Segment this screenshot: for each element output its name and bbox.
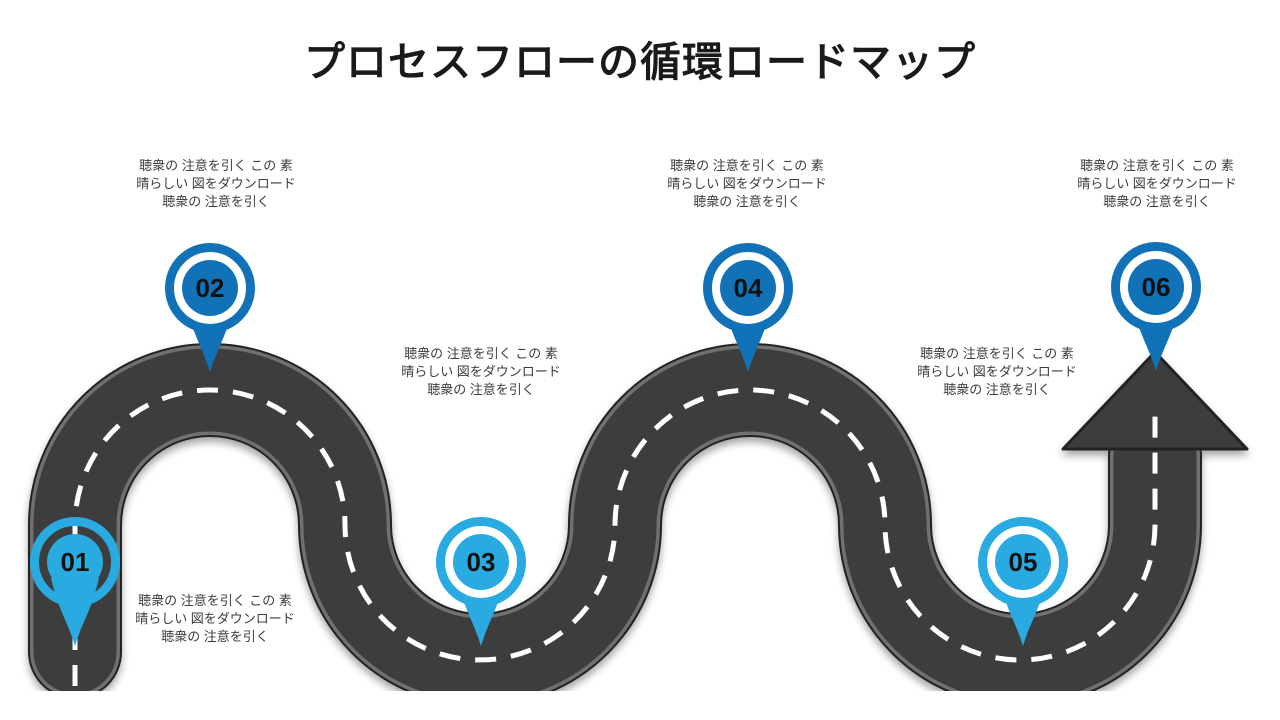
note-line: 晴らしい 図をダウンロード bbox=[136, 176, 296, 191]
pin-outer-ring bbox=[703, 243, 793, 333]
pin-inner-circle bbox=[453, 534, 509, 590]
pin-inner-circle bbox=[47, 534, 103, 590]
note-pin-03: 聴衆の 注意を引く この 素 晴らしい 図をダウンロード 聴衆の 注意を引く bbox=[386, 345, 576, 399]
pin-outer-ring bbox=[165, 243, 255, 333]
note-line: 晴らしい 図をダウンロード bbox=[1077, 176, 1237, 191]
pin-outer-ring bbox=[436, 517, 526, 607]
note-line: 聴衆の 注意を引く bbox=[162, 194, 270, 209]
pin-inner-circle bbox=[1128, 259, 1184, 315]
pin-inner-circle bbox=[182, 260, 238, 316]
note-line: 聴衆の 注意を引く この 素 bbox=[404, 346, 558, 361]
road-centerline-dashes bbox=[72, 387, 1158, 686]
note-line: 聴衆の 注意を引く この 素 bbox=[920, 346, 1074, 361]
map-pin-step-05: 05 bbox=[978, 517, 1068, 646]
note-line: 聴衆の 注意を引く bbox=[943, 382, 1051, 397]
road-arrowhead bbox=[1061, 350, 1249, 451]
pin-inner-circle bbox=[995, 534, 1051, 590]
pin-outer-ring bbox=[30, 517, 120, 607]
map-pin-step-03: 03 bbox=[436, 517, 526, 646]
pin-tail bbox=[51, 578, 99, 646]
note-pin-04: 聴衆の 注意を引く この 素 晴らしい 図をダウンロード 聴衆の 注意を引く bbox=[652, 157, 842, 211]
pin-number: 05 bbox=[1009, 547, 1038, 577]
pin-number: 03 bbox=[467, 547, 496, 577]
map-pin-step-04: 04 bbox=[703, 243, 793, 372]
map-pin-step-06: 06 bbox=[1111, 242, 1201, 371]
pin-outer-ring bbox=[978, 517, 1068, 607]
note-line: 聴衆の 注意を引く この 素 bbox=[139, 158, 293, 173]
pin-number: 01 bbox=[61, 547, 90, 577]
pin-number: 02 bbox=[196, 273, 225, 303]
note-pin-06: 聴衆の 注意を引く この 素 晴らしい 図をダウンロード 聴衆の 注意を引く bbox=[1062, 157, 1252, 211]
note-line: 晴らしい 図をダウンロード bbox=[401, 364, 561, 379]
note-pin-01: 聴衆の 注意を引く この 素 晴らしい 図をダウンロード 聴衆の 注意を引く bbox=[120, 592, 310, 646]
note-line: 晴らしい 図をダウンロード bbox=[667, 176, 827, 191]
pin-outer-ring bbox=[1111, 242, 1201, 332]
note-line: 聴衆の 注意を引く この 素 bbox=[138, 593, 292, 608]
map-pin-step-01: 01 bbox=[30, 517, 120, 646]
pin-number: 06 bbox=[1142, 272, 1171, 302]
page-title: プロセスフローの循環ロードマップ bbox=[304, 39, 976, 85]
note-line: 聴衆の 注意を引く bbox=[1103, 194, 1211, 209]
note-pin-05: 聴衆の 注意を引く この 素 晴らしい 図をダウンロード 聴衆の 注意を引く bbox=[902, 345, 1092, 399]
pin-inner-circle bbox=[720, 260, 776, 316]
pin-number: 04 bbox=[734, 273, 763, 303]
note-line: 聴衆の 注意を引く この 素 bbox=[670, 158, 824, 173]
note-line: 晴らしい 図をダウンロード bbox=[135, 611, 295, 626]
note-line: 聴衆の 注意を引く bbox=[161, 629, 269, 644]
note-line: 聴衆の 注意を引く bbox=[427, 382, 535, 397]
note-pin-02: 聴衆の 注意を引く この 素 晴らしい 図をダウンロード 聴衆の 注意を引く bbox=[121, 157, 311, 211]
note-line: 晴らしい 図をダウンロード bbox=[917, 364, 1077, 379]
note-line: 聴衆の 注意を引く bbox=[693, 194, 801, 209]
note-line: 聴衆の 注意を引く この 素 bbox=[1080, 158, 1234, 173]
map-pin-step-02: 02 bbox=[165, 243, 255, 372]
